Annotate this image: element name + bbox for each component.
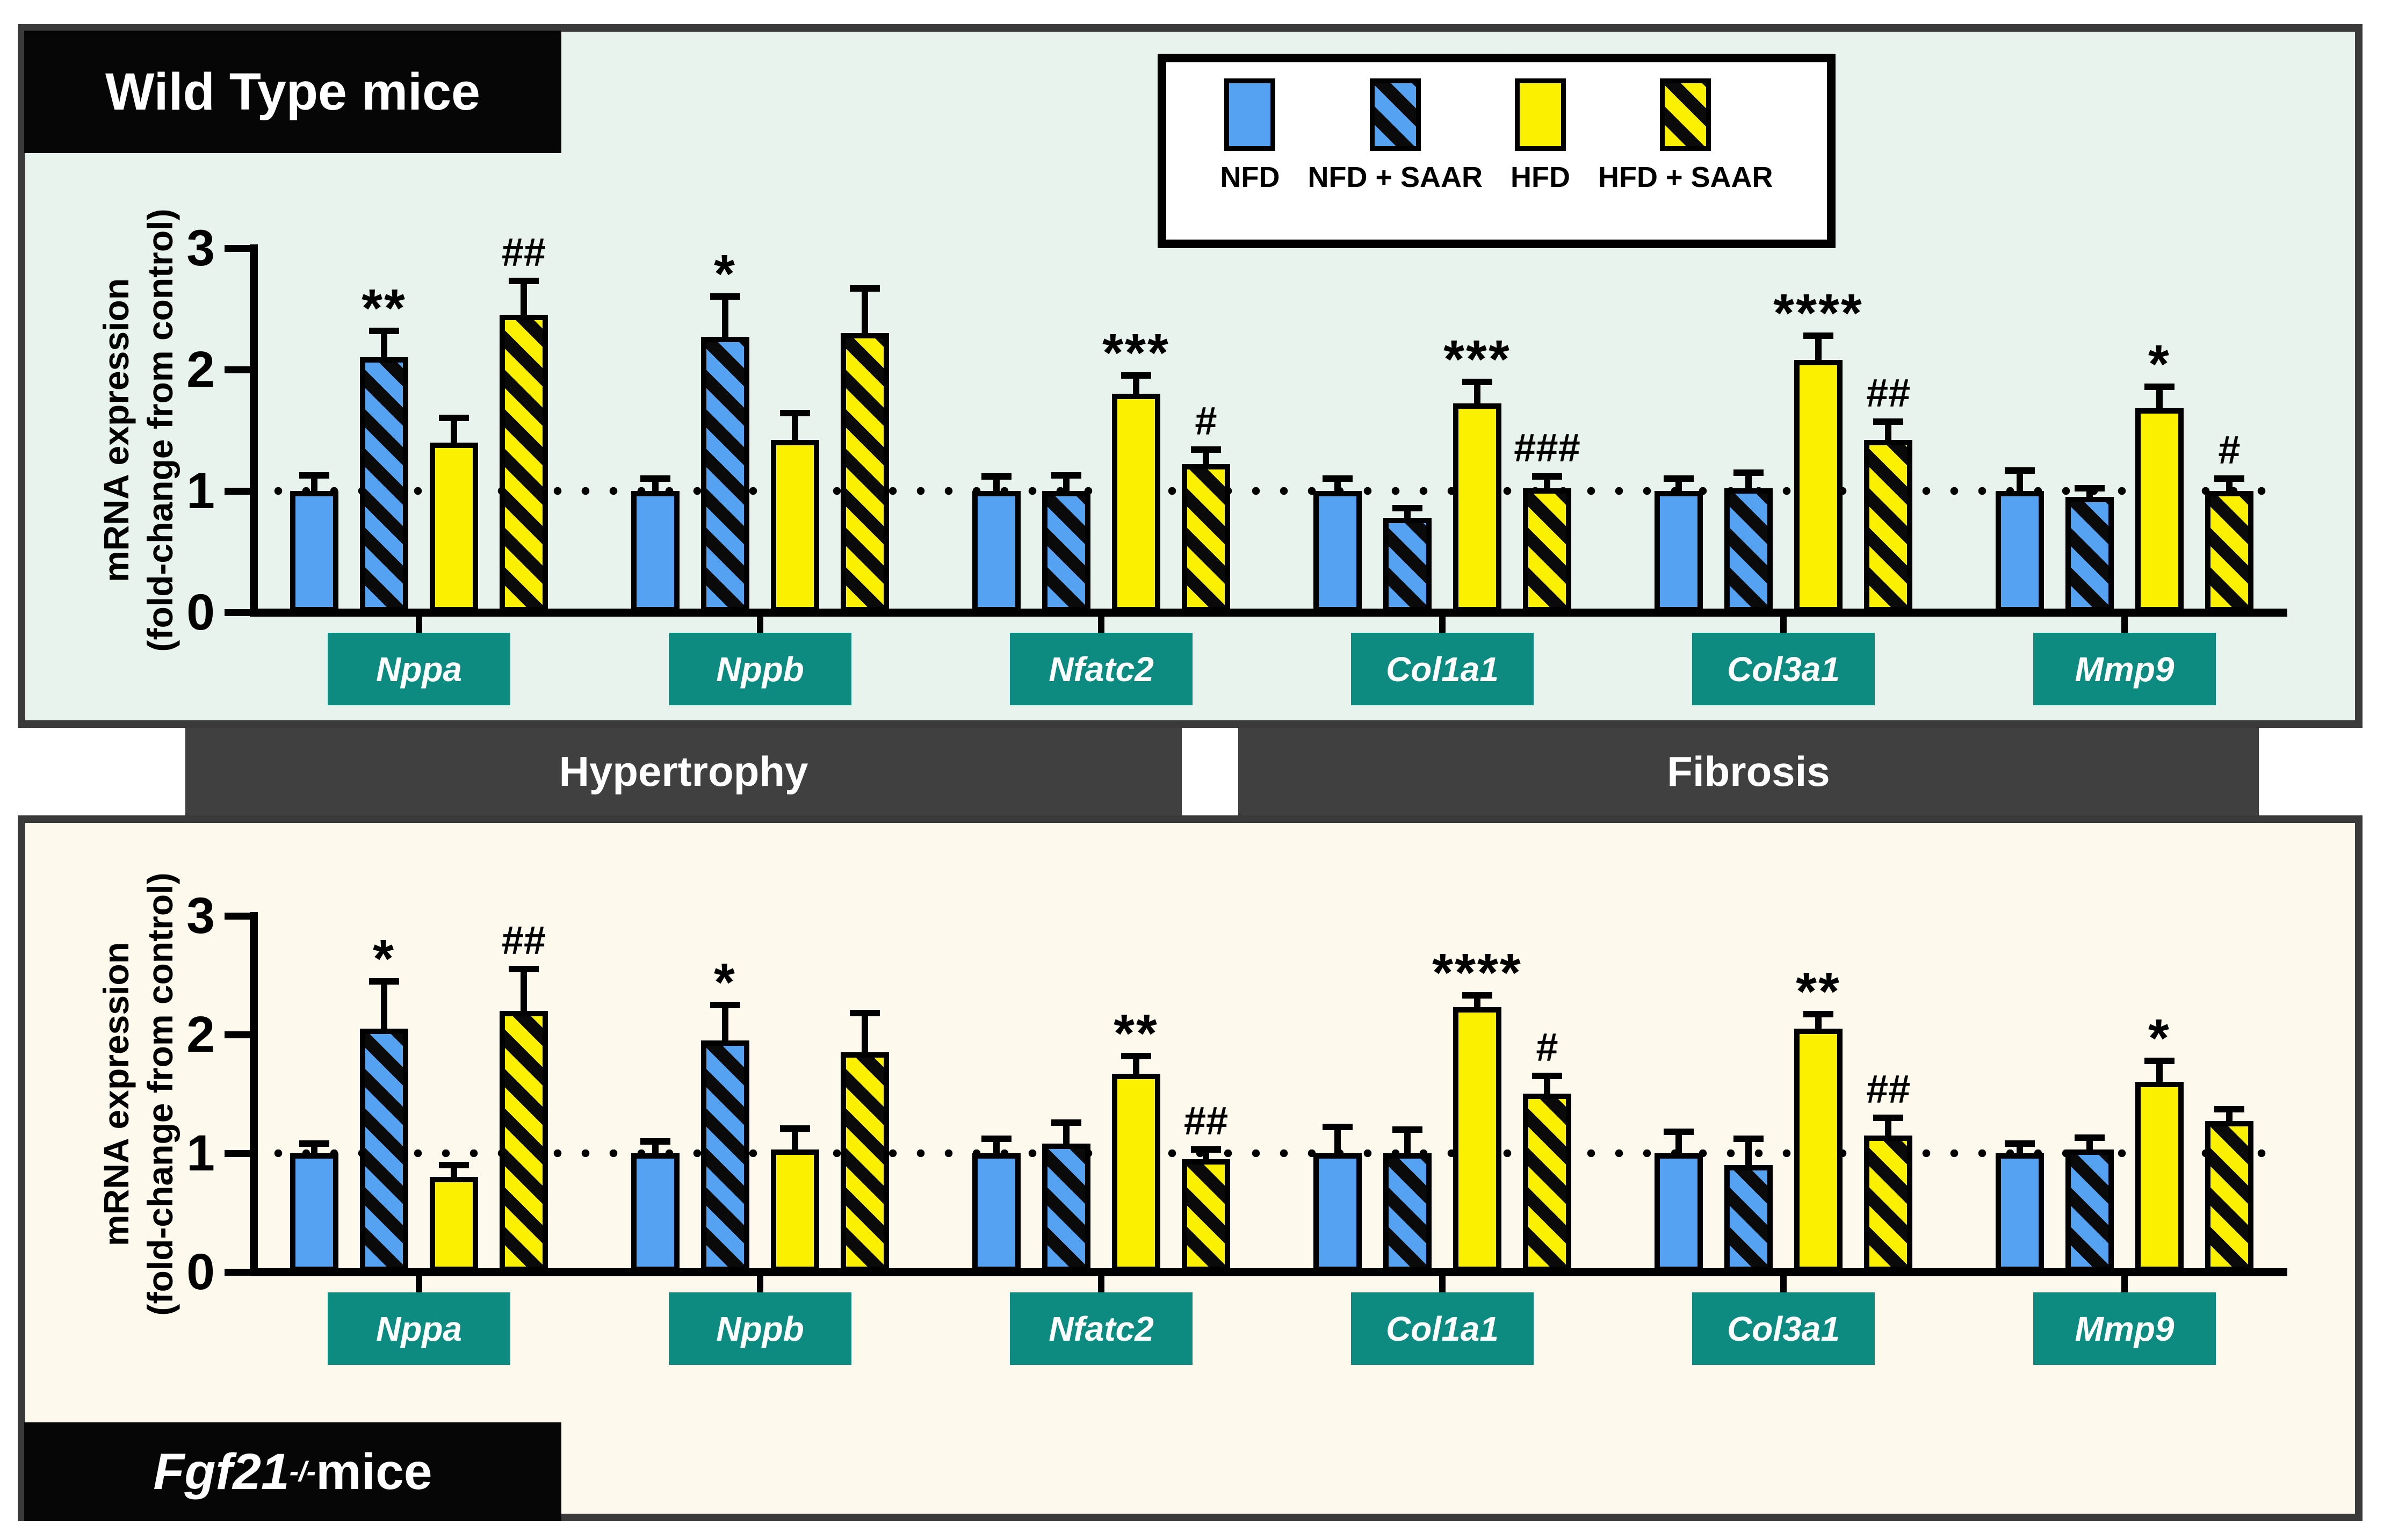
nfd-swatch-icon: [1224, 78, 1276, 151]
fgf21-panel: [18, 815, 2363, 1521]
hypertrophy-band: Hypertrophy: [185, 728, 1182, 815]
legend-item-nfd: NFD: [1220, 78, 1280, 218]
legend-item-nfd-saar: NFD + SAAR: [1307, 78, 1483, 218]
legend-item-hfd-saar: HFD + SAAR: [1598, 78, 1773, 218]
fgf21-title-suffix: mice: [316, 1443, 432, 1500]
hfd-label: HFD: [1511, 161, 1570, 193]
fgf21-title: Fgf21-/- mice: [24, 1422, 561, 1521]
fgf21-title-gene: Fgf21: [153, 1443, 290, 1500]
nfd-saar-swatch-icon: [1369, 78, 1421, 151]
fgf21-title-knockout-superscript: -/-: [289, 1456, 316, 1487]
hypertrophy-band-label: Hypertrophy: [559, 748, 808, 795]
hfd-swatch-icon: [1514, 78, 1566, 151]
nfd-saar-label: NFD + SAAR: [1307, 161, 1483, 193]
fibrosis-band: Fibrosis: [1238, 728, 2259, 815]
wild-type-title: Wild Type mice: [24, 31, 561, 153]
legend-item-hfd: HFD: [1511, 78, 1570, 218]
legend: NFD NFD + SAAR HFD HFD + SAAR: [1158, 54, 1836, 248]
hfd-saar-label: HFD + SAAR: [1598, 161, 1773, 193]
nfd-label: NFD: [1220, 161, 1280, 193]
wild-type-title-text: Wild Type mice: [105, 62, 481, 121]
hfd-saar-swatch-icon: [1660, 78, 1711, 151]
fibrosis-band-label: Fibrosis: [1667, 748, 1830, 795]
